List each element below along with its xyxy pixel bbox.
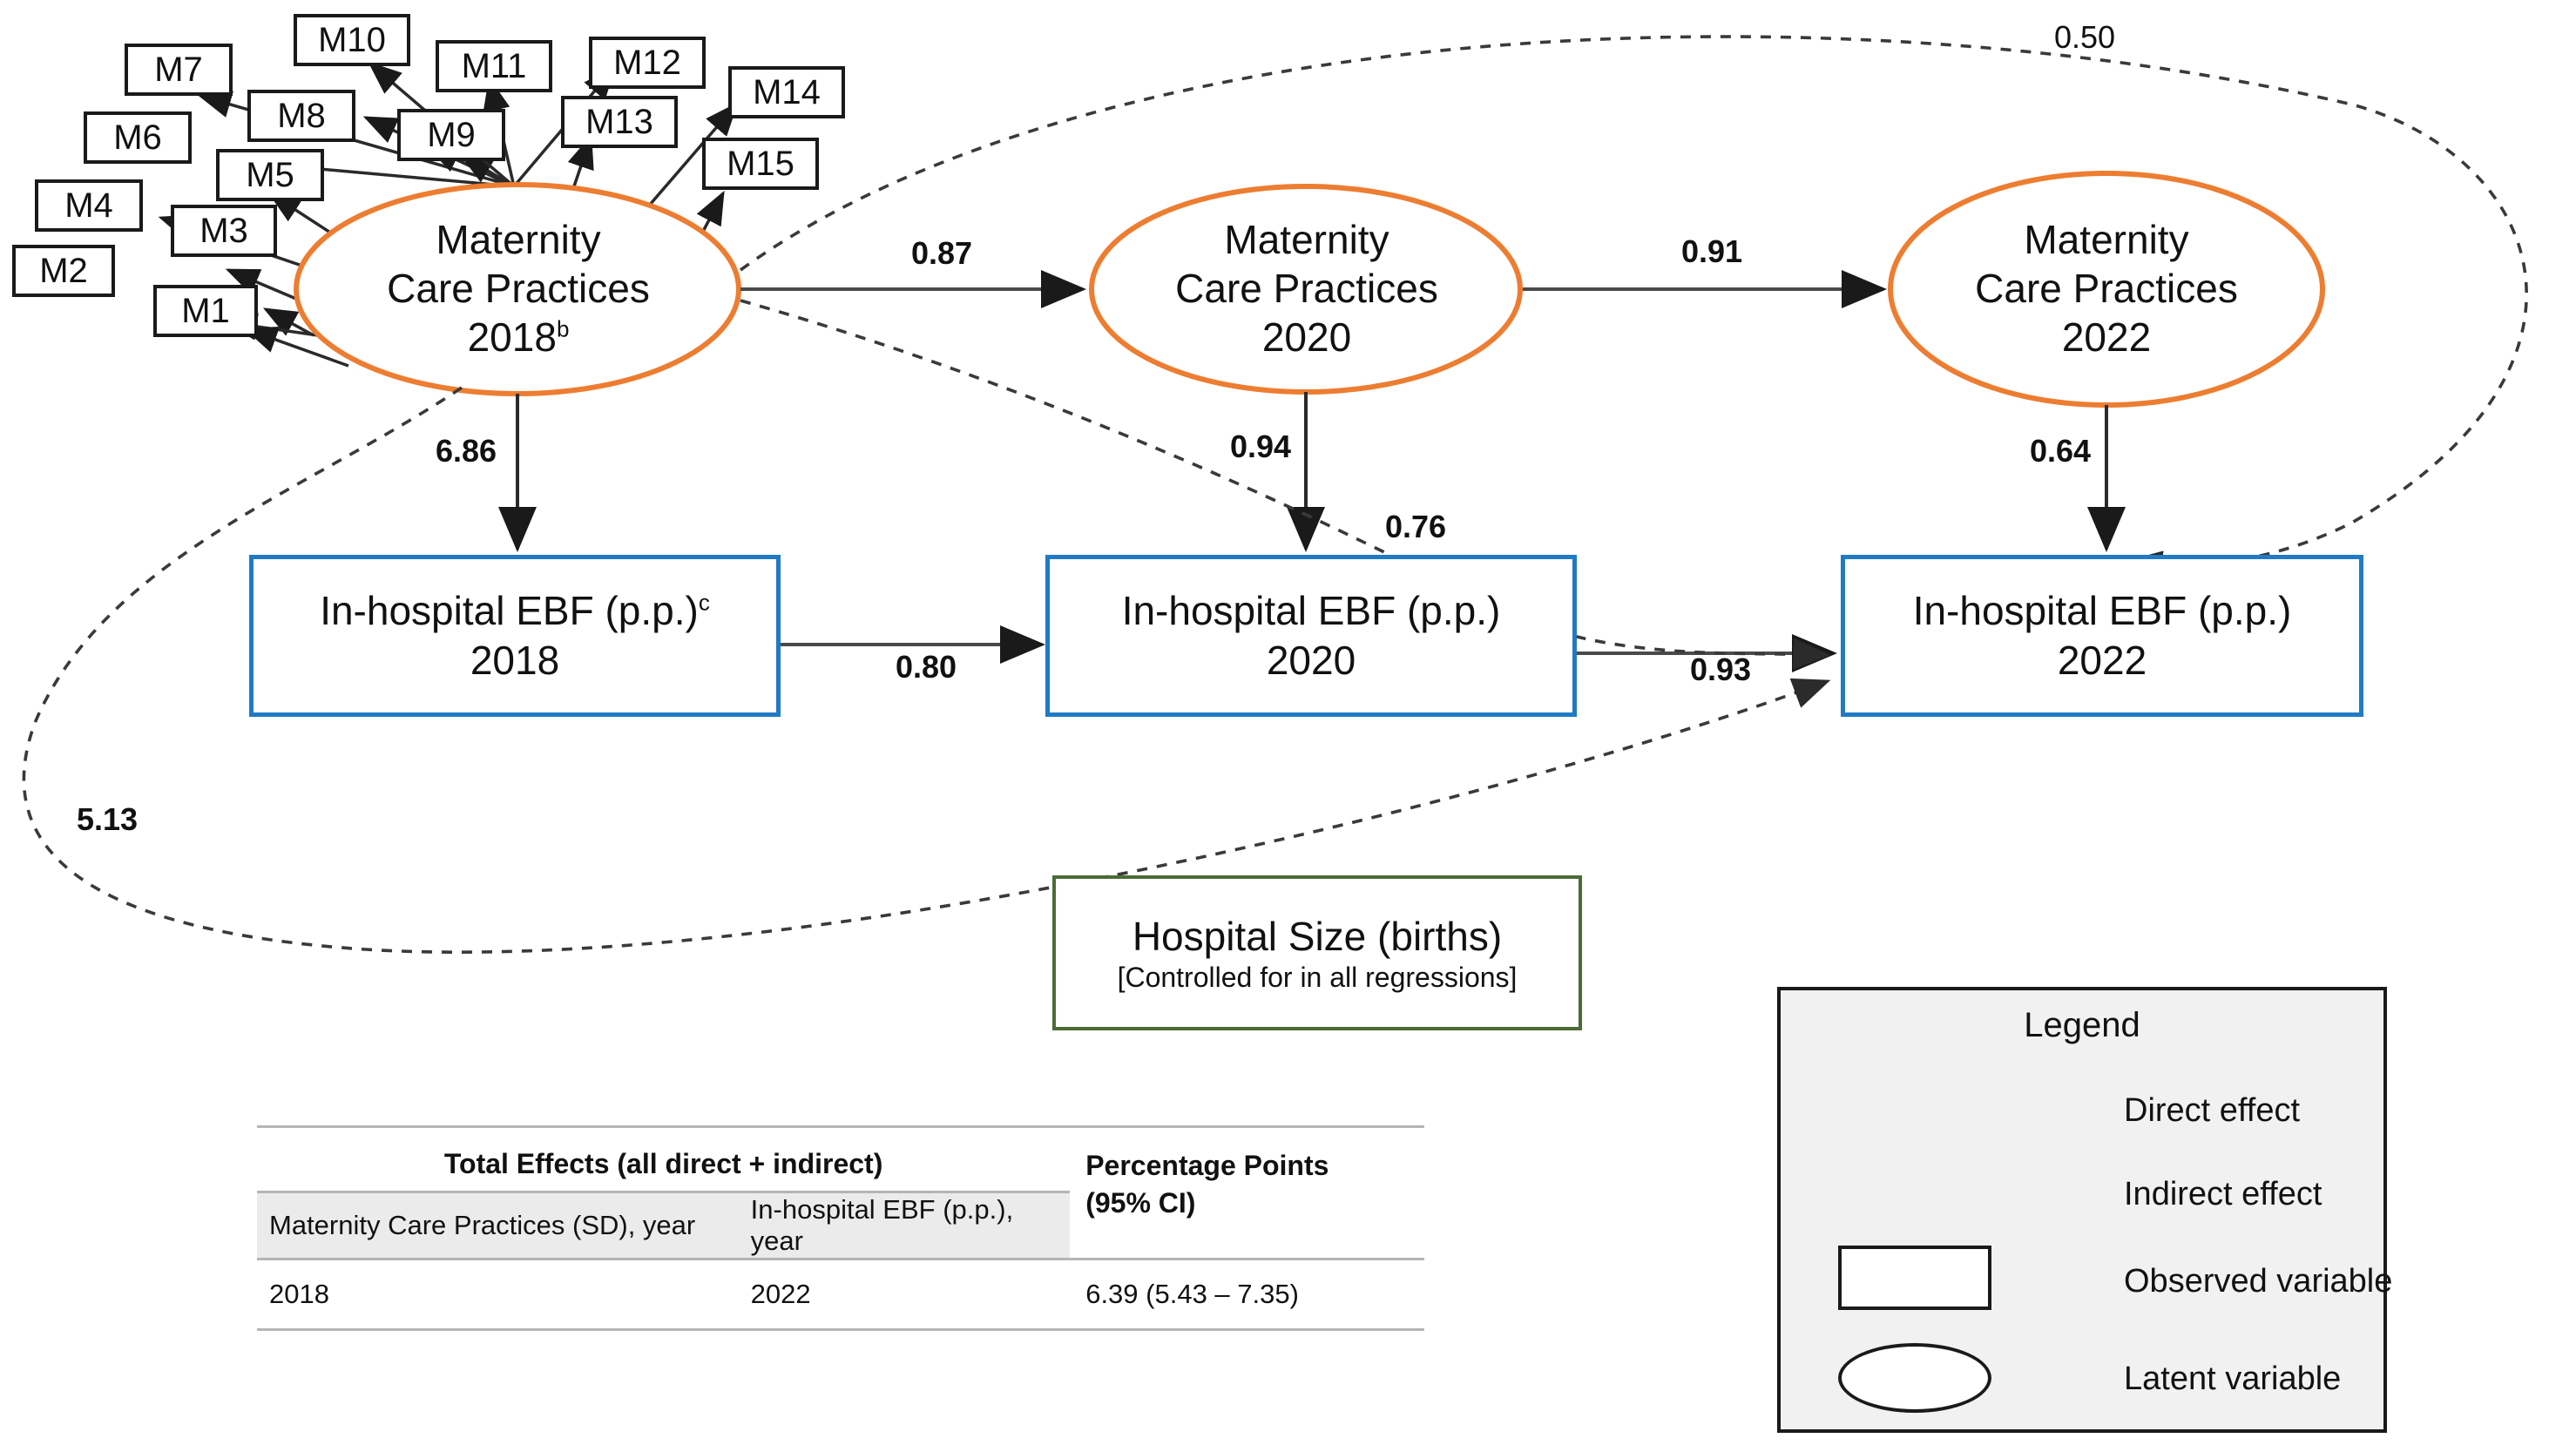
indicator-label-m3: M3 xyxy=(199,211,248,250)
indicator-box-m12[interactable]: M12 xyxy=(589,37,706,89)
table-bottom-rule-row xyxy=(257,1328,1424,1334)
loading-arrow-m1 xyxy=(243,327,349,368)
table-row: 2018 2022 6.39 (5.43 – 7.35) xyxy=(257,1258,1424,1330)
table-header-estimate: Percentage Points (95% CI) xyxy=(1070,1125,1424,1259)
indicator-label-m7: M7 xyxy=(154,50,203,89)
indicator-label-m2: M2 xyxy=(39,251,88,290)
indicator-label-m14: M14 xyxy=(753,72,821,111)
coef-mcp2018-mcp2020: 0.87 xyxy=(911,235,973,271)
coef-mcp2020-mcp2022: 0.91 xyxy=(1681,233,1743,269)
table-cell-outcome-year: 2022 xyxy=(738,1258,1071,1330)
table-column-header-row: Maternity Care Practices (SD), year In-h… xyxy=(257,1191,1424,1259)
legend-title: Legend xyxy=(2024,1006,2140,1044)
indicator-box-m14[interactable]: M14 xyxy=(728,66,845,118)
indicator-box-m15[interactable]: M15 xyxy=(702,138,819,190)
coef-indirect-0-50: 0.50 xyxy=(2054,19,2116,55)
observed-line2-ebf2022: 2022 xyxy=(2057,638,2147,683)
observed-footnote-ebf2018: c xyxy=(698,589,710,616)
observed-box-ebf-2020[interactable]: In-hospital EBF (p.p.) 2020 xyxy=(1045,555,1577,717)
indicator-label-m1: M1 xyxy=(181,291,230,330)
indicator-label-m5: M5 xyxy=(246,155,294,194)
latent-ellipse-mcp-2018 xyxy=(294,182,741,396)
table-group-header-row: Total Effects (all direct + indirect) Pe… xyxy=(257,1125,1424,1259)
coef-ebf2018-ebf2020: 0.80 xyxy=(896,649,957,685)
observed-text-ebf2018: In-hospital EBF (p.p.) xyxy=(320,587,699,633)
table-cell-estimate: 6.39 (5.43 – 7.35) xyxy=(1070,1258,1424,1330)
observed-line2-ebf2020: 2020 xyxy=(1266,638,1356,683)
table-header-exposure: Maternity Care Practices (SD), year xyxy=(257,1191,739,1259)
indicator-label-m8: M8 xyxy=(277,96,326,135)
indicator-label-m13: M13 xyxy=(585,102,653,141)
rectangle-icon xyxy=(1838,1246,1991,1310)
indicator-box-m10[interactable]: M10 xyxy=(294,14,410,66)
observed-line1-ebf2018: In-hospital EBF (p.p.)c xyxy=(320,586,710,637)
indirect-path-mcp2018-to-ebf2022-upper xyxy=(739,35,2528,583)
indicator-box-m11[interactable]: M11 xyxy=(436,40,552,92)
control-title: Hospital Size (births) xyxy=(1132,913,1503,959)
indicator-box-m4[interactable]: M4 xyxy=(35,179,143,232)
coef-indirect-5-13: 5.13 xyxy=(77,801,139,837)
coef-mcp2020-ebf2020: 0.94 xyxy=(1230,429,1292,464)
legend-label-latent-variable: Latent variable xyxy=(2124,1361,2342,1397)
control-variable-box: Hospital Size (births) [Controlled for i… xyxy=(1052,875,1582,1030)
indicator-box-m8[interactable]: M8 xyxy=(247,90,355,142)
effects-table-element: Total Effects (all direct + indirect) Pe… xyxy=(257,1125,1424,1334)
indicator-box-m13[interactable]: M13 xyxy=(561,96,678,148)
indicator-box-m9[interactable]: M9 xyxy=(397,109,505,161)
observed-box-ebf-2018[interactable]: In-hospital EBF (p.p.)c 2018 xyxy=(249,555,781,717)
indicator-box-m3[interactable]: M3 xyxy=(171,205,277,257)
observed-line1-ebf2022: In-hospital EBF (p.p.) xyxy=(1912,587,2292,633)
indicator-label-m10: M10 xyxy=(318,20,386,59)
indicator-box-m2[interactable]: M2 xyxy=(12,245,115,297)
coef-indirect-0-76: 0.76 xyxy=(1385,509,1447,544)
indicator-label-m11: M11 xyxy=(461,46,527,85)
indicator-label-m9: M9 xyxy=(427,115,476,154)
indicator-label-m4: M4 xyxy=(64,186,113,225)
indicator-label-m15: M15 xyxy=(727,144,794,183)
loading-arrow-m3 xyxy=(262,307,314,337)
table-cell-exposure-year: 2018 xyxy=(257,1258,739,1330)
coef-ebf2020-ebf2022: 0.93 xyxy=(1690,652,1752,687)
table-header-outcome: In-hospital EBF (p.p.), year xyxy=(738,1191,1071,1259)
indicator-box-m1[interactable]: M1 xyxy=(153,285,258,337)
table-group-header: Total Effects (all direct + indirect) xyxy=(257,1125,1071,1192)
ellipse-icon xyxy=(1838,1343,1991,1413)
coef-mcp2022-ebf2022: 0.64 xyxy=(2030,433,2092,469)
table-header-estimate-line2: (95% CI) xyxy=(1085,1187,1196,1219)
latent-ellipse-mcp-2020 xyxy=(1089,184,1523,395)
indicator-label-m6: M6 xyxy=(113,118,162,157)
observed-line1-ebf2020: In-hospital EBF (p.p.) xyxy=(1121,587,1501,633)
table-header-estimate-line1: Percentage Points xyxy=(1085,1150,1329,1181)
control-note: [Controlled for in all regressions] xyxy=(1117,961,1518,993)
indicator-box-m5[interactable]: M5 xyxy=(216,149,324,201)
observed-box-ebf-2022[interactable]: In-hospital EBF (p.p.) 2022 xyxy=(1841,555,2363,717)
table-bottom-rule xyxy=(257,1328,1424,1334)
legend-label-observed-variable: Observed variable xyxy=(2124,1263,2393,1300)
coef-mcp2018-ebf2018: 6.86 xyxy=(436,433,497,469)
indicator-box-m6[interactable]: M6 xyxy=(84,111,192,164)
legend-label-direct-effect: Direct effect xyxy=(2124,1092,2301,1129)
observed-line2-ebf2018: 2018 xyxy=(470,638,560,683)
indicator-label-m12: M12 xyxy=(613,43,681,82)
latent-ellipse-mcp-2022 xyxy=(1888,171,2325,408)
indicator-box-m7[interactable]: M7 xyxy=(125,44,233,96)
legend-label-indirect-effect: Indirect effect xyxy=(2124,1176,2322,1212)
